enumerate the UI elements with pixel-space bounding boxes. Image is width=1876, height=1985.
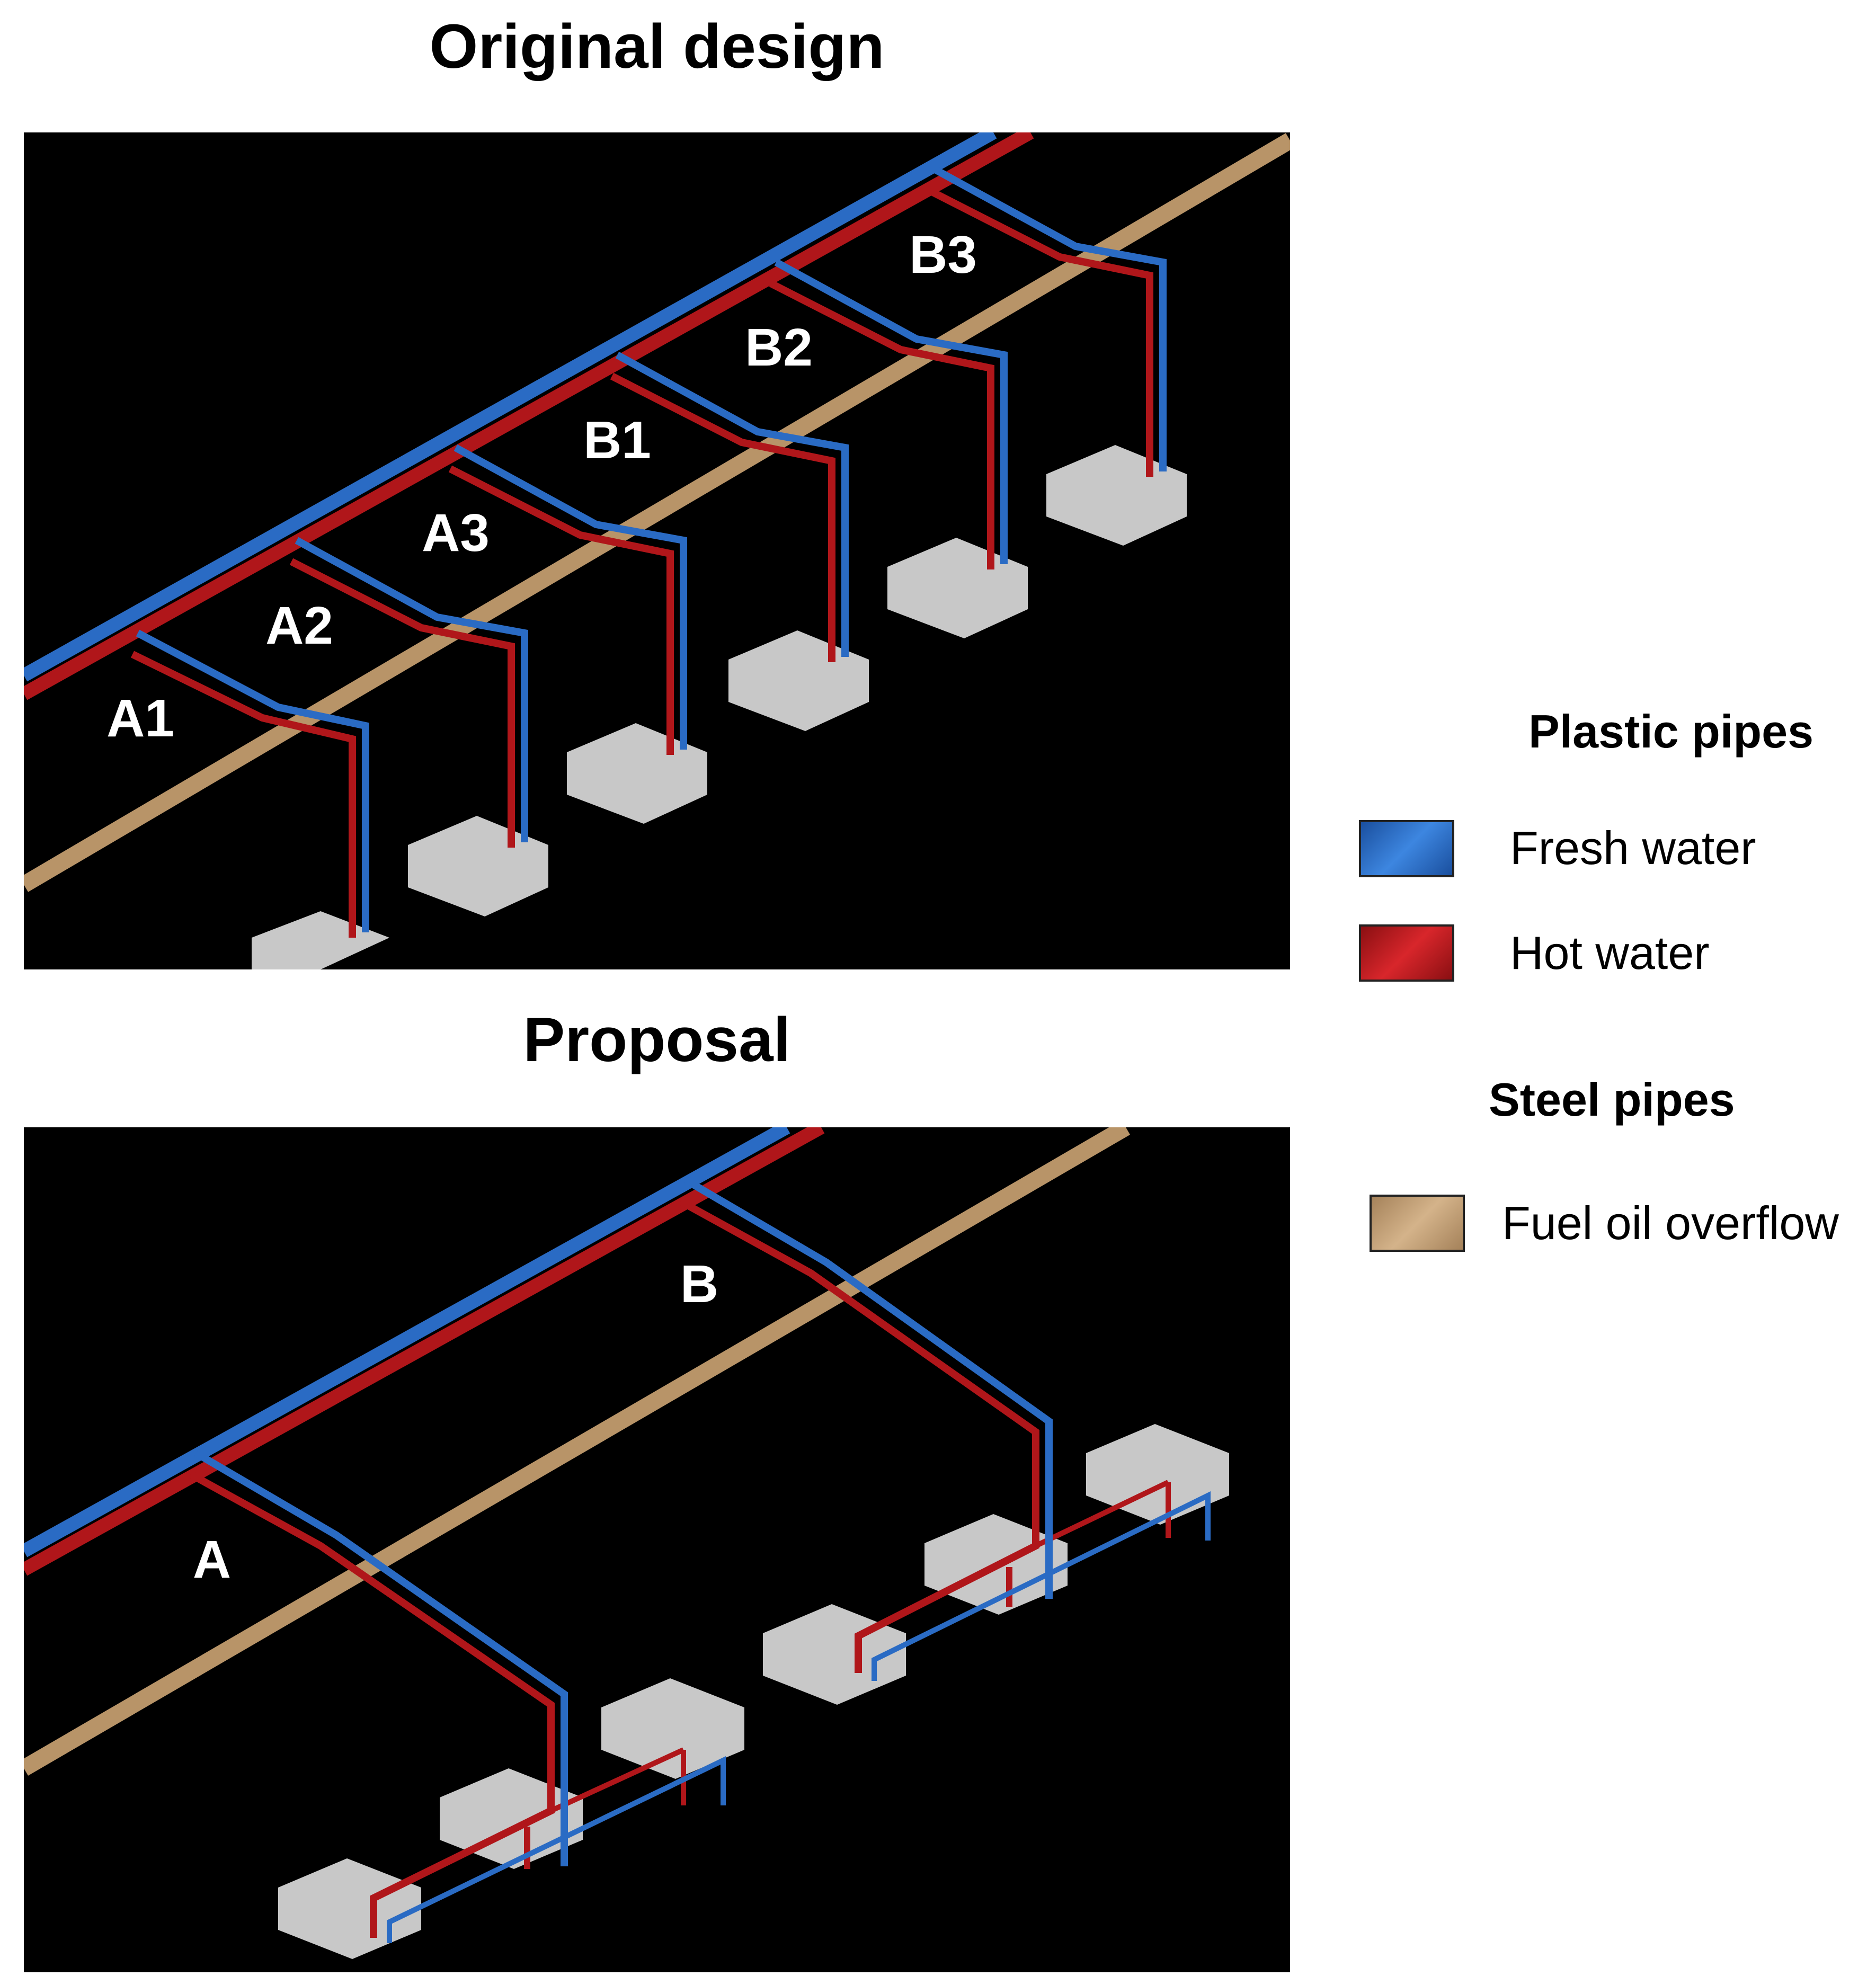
- legend-fresh-label: Fresh water: [1510, 822, 1756, 874]
- unit-group-a: [189, 1449, 744, 1959]
- legend-plastic-heading: Plastic pipes: [1528, 705, 1814, 758]
- unit-a2: [289, 537, 548, 916]
- fresh-water-main-pipe: [24, 132, 997, 682]
- original-design-panel: A1 A2 A3 B1 B2 B3: [24, 132, 1290, 969]
- unit-a1: [130, 629, 389, 969]
- proposal-panel: A B: [24, 1127, 1290, 1972]
- unit-a3: [448, 444, 707, 824]
- legend-fuel-label: Fuel oil overflow: [1502, 1197, 1839, 1249]
- hot-water-main-pipe: [24, 1127, 825, 1576]
- label-b3: B3: [909, 225, 977, 284]
- label-b1: B1: [583, 411, 651, 470]
- original-design-title: Original design: [429, 12, 885, 82]
- fresh-water-swatch: [1359, 820, 1454, 877]
- hot-water-swatch: [1359, 924, 1454, 982]
- fuel-oil-swatch: [1370, 1195, 1465, 1252]
- label-a3: A3: [422, 503, 490, 563]
- unit-b1: [610, 351, 869, 731]
- unit-b3: [928, 166, 1187, 546]
- fresh-water-main-pipe: [24, 1127, 790, 1557]
- label-a1: A1: [106, 689, 174, 748]
- legend-hot-label: Hot water: [1510, 927, 1710, 979]
- original-design-drawing: A1 A2 A3 B1 B2 B3: [24, 132, 1290, 969]
- hot-water-main-pipe: [24, 132, 1034, 700]
- label-a2: A2: [265, 596, 333, 655]
- proposal-drawing: A B: [24, 1127, 1229, 1959]
- proposal-title: Proposal: [523, 1005, 791, 1075]
- unit-b2: [769, 259, 1028, 638]
- legend-steel-heading: Steel pipes: [1489, 1073, 1735, 1126]
- label-a: A: [193, 1530, 231, 1589]
- unit-group-b: [679, 1177, 1229, 1705]
- fuel-oil-pipe: [24, 1127, 1131, 1776]
- label-b2: B2: [745, 318, 813, 377]
- label-b: B: [680, 1254, 718, 1314]
